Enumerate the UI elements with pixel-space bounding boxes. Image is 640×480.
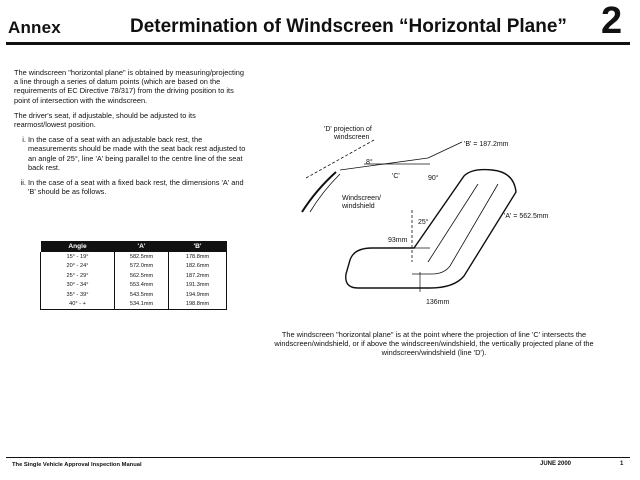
label-windscreen-2: windshield — [341, 203, 375, 210]
cell-a: 553.4mm — [114, 280, 169, 290]
table-row: 15° - 19° 582.5mm 178.8mm — [40, 252, 227, 262]
label-angle-small: 8° — [366, 158, 373, 166]
header-rule — [6, 42, 630, 45]
seat-diagram: 'D' projection of windscreen 'B' = 187.2… — [301, 126, 549, 306]
cell-b: 178.8mm — [168, 252, 227, 262]
label-windscreen-1: Windscreen/ — [342, 195, 381, 202]
seat-inner-line — [412, 183, 499, 275]
cell-b: 187.2mm — [168, 271, 227, 281]
windscreen-curve — [301, 171, 337, 213]
cell-a: 562.5mm — [114, 271, 169, 281]
seat-note-paragraph: The driver's seat, if adjustable, should… — [14, 110, 196, 130]
page-number: 1 — [620, 461, 624, 467]
seat-outline — [345, 168, 517, 289]
label-b: 'B' = 187.2mm — [464, 141, 509, 148]
label-c: 'C' — [392, 173, 400, 180]
line-a — [427, 183, 479, 263]
windscreen-inner — [309, 173, 341, 213]
label-93mm: 93mm — [388, 237, 408, 244]
cell-a: 582.5mm — [114, 252, 169, 262]
table-row: 30° - 34° 553.4mm 191.3mm — [40, 280, 227, 290]
label-a: 'A' = 562.5mm — [504, 213, 549, 220]
list-item: In the case of a seat with an adjustable… — [28, 135, 246, 172]
cell-b: 194.9mm — [168, 290, 227, 300]
footer-rule — [6, 457, 630, 458]
label-angle-25: 25° — [418, 218, 429, 226]
intro-paragraph: The windscreen "horizontal plane" is obt… — [14, 68, 244, 105]
label-d-projection-1: 'D' projection of — [324, 126, 372, 133]
table-row: 25° - 29° 562.5mm 187.2mm — [40, 271, 227, 281]
line-b — [427, 141, 463, 159]
measurement-list: In the case of a seat with an adjustable… — [14, 135, 246, 196]
list-item: In the case of a seat with a fixed back … — [28, 178, 246, 196]
projection-line-d — [305, 139, 375, 179]
cell-b: 191.3mm — [168, 280, 227, 290]
cell-angle: 40° - + — [40, 299, 115, 310]
cell-angle: 30° - 34° — [40, 280, 115, 290]
header-b: 'B' — [168, 241, 227, 252]
page-title: Determination of Windscreen “Horizontal … — [130, 16, 567, 37]
header-angle: Angle — [40, 241, 115, 252]
body-text: The windscreen "horizontal plane" is obt… — [14, 68, 246, 202]
dimensions-table: Angle 'A' 'B' 15° - 19° 582.5mm 178.8mm … — [40, 241, 227, 310]
cell-angle: 15° - 19° — [40, 252, 115, 262]
cell-a: 572.0mm — [114, 261, 169, 271]
cell-angle: 35° - 39° — [40, 290, 115, 300]
header-a: 'A' — [114, 241, 169, 252]
cell-b: 182.6mm — [168, 261, 227, 271]
cell-angle: 20° - 24° — [40, 261, 115, 271]
annex-label: Annex — [8, 18, 61, 37]
footer-date: JUNE 2000 — [540, 461, 572, 467]
label-d-projection-2: windscreen — [333, 134, 370, 141]
section-number: 2 — [601, 0, 623, 42]
label-136mm: 136mm — [426, 299, 450, 306]
cell-b: 198.8mm — [168, 299, 227, 310]
table-row: 35° - 39° 543.5mm 194.9mm — [40, 290, 227, 300]
cell-a: 534.1mm — [114, 299, 169, 310]
cell-angle: 25° - 29° — [40, 271, 115, 281]
label-angle-90: 90° — [428, 174, 439, 182]
cell-a: 543.5mm — [114, 290, 169, 300]
table-row: 40° - + 534.1mm 198.8mm — [40, 299, 227, 310]
table-header-row: Angle 'A' 'B' — [40, 241, 227, 252]
footer-manual-title: The Single Vehicle Approval Inspection M… — [12, 462, 142, 468]
diagram-caption: The windscreen "horizontal plane" is at … — [274, 330, 594, 358]
table-row: 20° - 24° 572.0mm 182.6mm — [40, 261, 227, 271]
